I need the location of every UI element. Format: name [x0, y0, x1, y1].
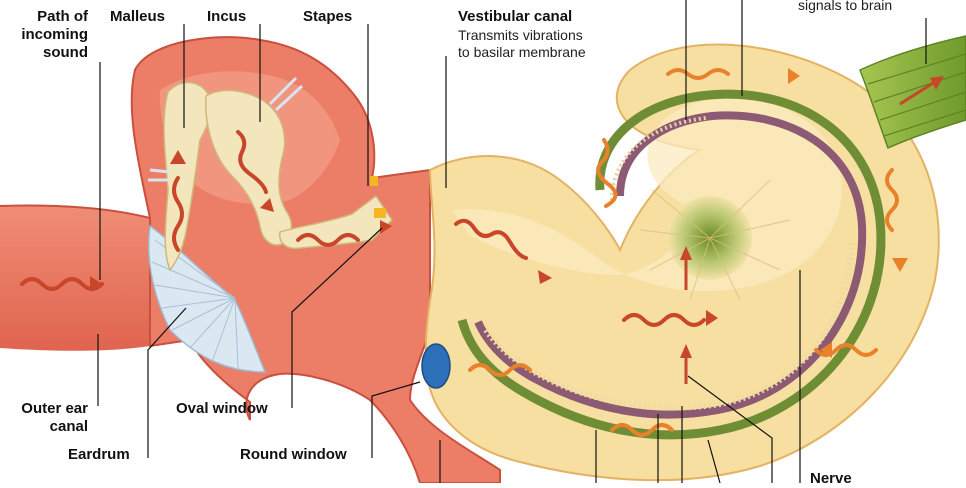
label-nerve: Nerve	[810, 470, 852, 488]
round-window-shape	[422, 344, 450, 388]
label-vestibular-canal: Vestibular canal	[458, 8, 572, 26]
label-round-window: Round window	[240, 446, 347, 464]
desc-signals-to-brain: signals to brain	[798, 0, 892, 14]
label-incus: Incus	[207, 8, 246, 26]
label-eardrum: Eardrum	[68, 446, 130, 464]
label-malleus: Malleus	[110, 8, 165, 26]
label-oval-window: Oval window	[176, 400, 268, 418]
label-path-of-incoming-sound: Path of incoming sound	[0, 8, 88, 62]
desc-vestibular-canal: Transmits vibrations to basilar membrane	[458, 27, 586, 61]
label-outer-ear-canal: Outer ear canal	[0, 400, 88, 436]
label-stapes: Stapes	[303, 8, 352, 26]
